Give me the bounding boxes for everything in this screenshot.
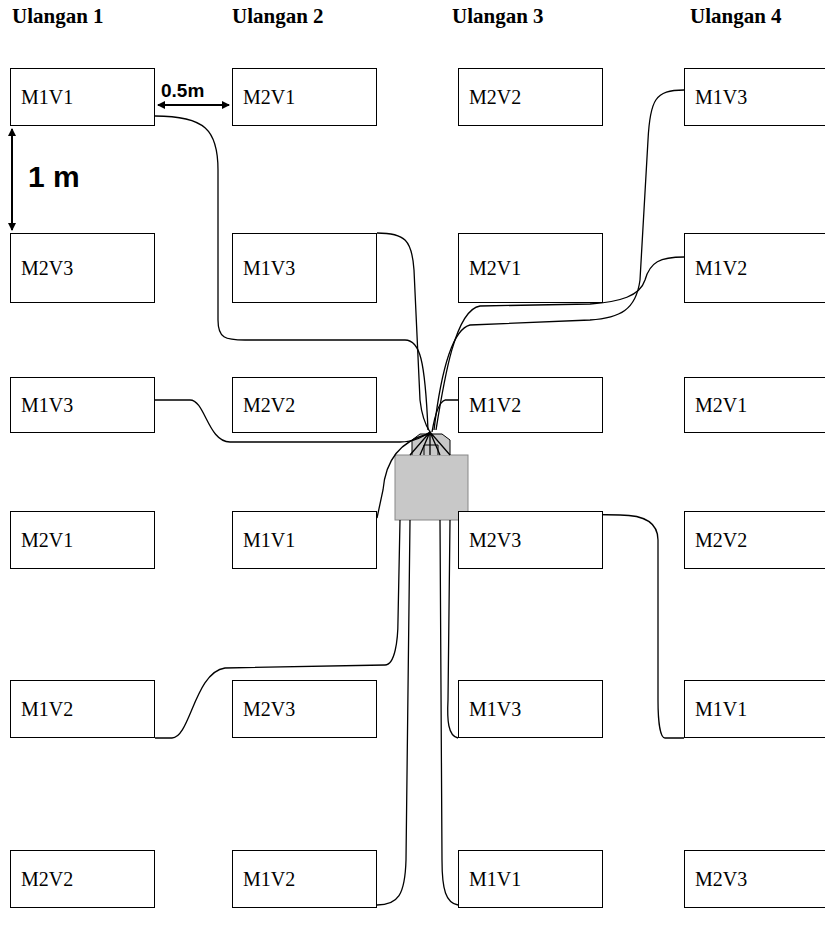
plot-box: M2V1 <box>684 377 825 433</box>
plot-label: M1V2 <box>11 698 73 721</box>
plot-box: M1V3 <box>232 233 377 303</box>
plot-box: M1V1 <box>458 850 603 908</box>
plot-box: M1V3 <box>684 68 825 126</box>
plot-label: M2V2 <box>459 86 521 109</box>
plot-label: M1V2 <box>685 257 747 280</box>
plot-label: M2V2 <box>685 529 747 552</box>
column-header: Ulangan 3 <box>452 4 544 29</box>
dimension-label: 1 m <box>28 160 80 194</box>
column-header: Ulangan 1 <box>12 4 104 29</box>
plot-box: M2V3 <box>10 233 155 303</box>
plot-label: M1V1 <box>233 529 295 552</box>
plot-label: M2V2 <box>11 868 73 891</box>
plot-box: M2V2 <box>684 511 825 569</box>
plot-label: M1V3 <box>233 257 295 280</box>
plot-box: M2V1 <box>10 511 155 569</box>
plot-box: M1V2 <box>684 233 825 303</box>
plot-label: M2V3 <box>685 868 747 891</box>
plot-box: M1V2 <box>232 850 377 908</box>
plot-box: M2V2 <box>10 850 155 908</box>
plot-label: M1V2 <box>459 394 521 417</box>
plot-box: M1V2 <box>10 680 155 738</box>
plot-label: M1V2 <box>233 868 295 891</box>
plot-label: M1V1 <box>11 86 73 109</box>
column-header: Ulangan 2 <box>232 4 324 29</box>
plot-box: M2V2 <box>232 377 377 433</box>
plot-label: M1V3 <box>11 394 73 417</box>
plot-label: M2V1 <box>685 394 747 417</box>
sensor-wires <box>155 90 684 905</box>
plot-box: M1V3 <box>10 377 155 433</box>
plot-label: M1V3 <box>685 86 747 109</box>
column-header: Ulangan 4 <box>690 4 782 29</box>
plot-box: M1V1 <box>232 511 377 569</box>
plot-label: M2V1 <box>11 529 73 552</box>
plot-box: M1V1 <box>684 680 825 738</box>
plot-label: M1V1 <box>459 868 521 891</box>
plot-label: M2V1 <box>233 86 295 109</box>
plot-label: M1V1 <box>685 698 747 721</box>
dimension-arrow <box>11 129 13 230</box>
plot-label: M2V3 <box>233 698 295 721</box>
plot-box: M1V1 <box>10 68 155 126</box>
plot-box: M2V3 <box>684 850 825 908</box>
plot-box: M1V3 <box>458 680 603 738</box>
plot-box: M2V3 <box>458 511 603 569</box>
plot-label: M1V3 <box>459 698 521 721</box>
plot-box: M1V2 <box>458 377 603 433</box>
plot-box: M2V1 <box>232 68 377 126</box>
plot-label: M2V3 <box>11 257 73 280</box>
dimension-label: 0.5m <box>161 80 204 102</box>
plot-box: M2V1 <box>458 233 603 303</box>
dimension-arrow <box>158 104 229 106</box>
plot-label: M2V2 <box>233 394 295 417</box>
plot-box: M2V3 <box>232 680 377 738</box>
plot-label: M2V3 <box>459 529 521 552</box>
plot-label: M2V1 <box>459 257 521 280</box>
logger-box <box>395 434 468 520</box>
plot-box: M2V2 <box>458 68 603 126</box>
